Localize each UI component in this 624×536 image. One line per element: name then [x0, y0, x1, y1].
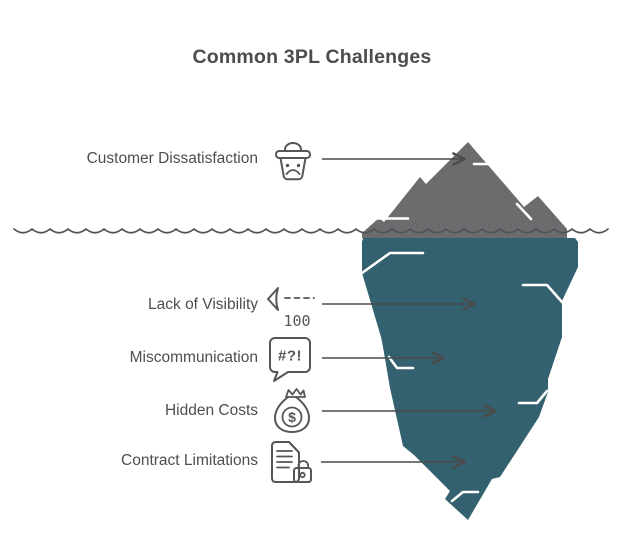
diagram-title: Common 3PL Challenges	[192, 46, 432, 68]
money-bag-body	[274, 396, 310, 433]
document-outline	[271, 441, 300, 483]
connector-arrows	[321, 152, 497, 469]
label-lack-of-visibility: Lack of Visibility	[148, 296, 258, 313]
basket-rim	[275, 150, 311, 159]
sad-face-frown	[285, 169, 301, 175]
iceberg-below-water	[362, 238, 578, 520]
iceberg-highlight	[360, 251, 425, 275]
padlock-body	[293, 467, 312, 483]
iceberg-highlight	[515, 202, 533, 221]
iceberg-highlights	[360, 162, 564, 503]
iceberg-highlight	[363, 217, 410, 225]
speech-bubble	[269, 337, 311, 382]
label-miscommunication: Miscommunication	[129, 349, 258, 366]
document-fold	[288, 441, 300, 454]
dollar-sign: $	[288, 409, 296, 425]
money-bag-icon: $	[268, 386, 316, 436]
padlock-keyhole	[299, 471, 306, 479]
label-hidden-costs: Hidden Costs	[164, 402, 258, 419]
speech-bubble-symbols: #?!	[278, 348, 302, 365]
label-contract-limitations: Contract Limitations	[121, 452, 258, 469]
iceberg-highlight	[517, 389, 549, 405]
water-line	[13, 227, 609, 234]
money-bag-tie	[285, 388, 306, 398]
sad-customer-basket-icon	[272, 140, 314, 184]
sad-face-eye	[285, 163, 290, 168]
coin-circle	[281, 406, 303, 428]
locked-document-icon	[268, 437, 316, 487]
gauge-pointer	[267, 287, 279, 311]
iceberg-highlight	[521, 283, 564, 304]
iceberg-above-water	[362, 142, 567, 238]
iceberg-highlight	[387, 355, 415, 370]
confused-speech-bubble-icon: #?!	[266, 334, 314, 384]
gauge-value: 100	[283, 312, 310, 330]
iceberg-highlight	[450, 490, 480, 503]
label-customer-dissatisfaction: Customer Dissatisfaction	[86, 150, 258, 167]
low-visibility-gauge-icon: 100	[264, 284, 316, 330]
basket-body	[279, 157, 307, 181]
sad-face-eye	[296, 163, 301, 168]
basket-handle	[284, 142, 302, 152]
document-text-lines	[276, 450, 293, 469]
padlock-shackle	[297, 460, 309, 469]
